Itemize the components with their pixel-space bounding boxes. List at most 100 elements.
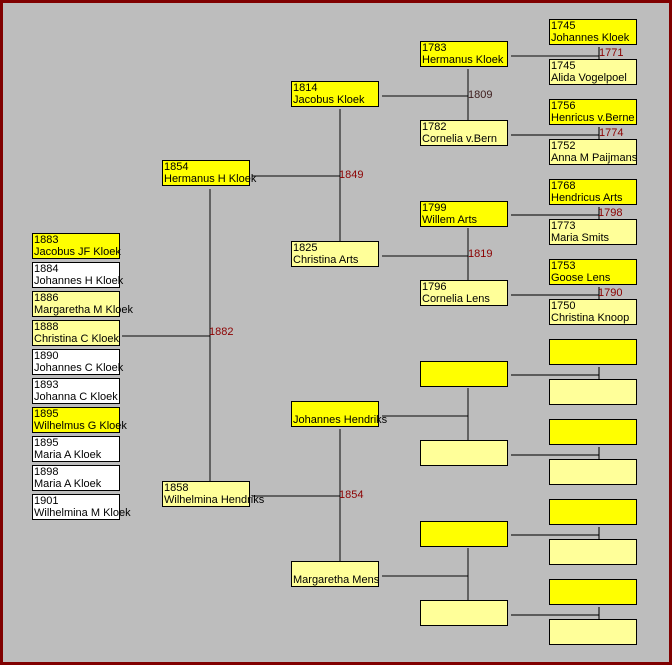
empty-ancestor-box[interactable] — [549, 419, 637, 445]
marriage-year: 1809 — [468, 89, 493, 101]
empty-ancestor-box[interactable] — [549, 499, 637, 525]
empty-ancestor-box[interactable] — [549, 619, 637, 645]
person-year: 1799 — [422, 202, 447, 214]
person-name: Cornelia v.Bern — [422, 133, 497, 145]
person-name: Johanna C Kloek — [34, 391, 118, 403]
person-name: Wilhelmus G Kloek — [34, 420, 127, 432]
marriage-year: 1774 — [599, 127, 624, 139]
person-name: Margaretha M Kloek — [34, 304, 134, 316]
connector-lines — [122, 47, 600, 622]
person-name: Maria A Kloek — [34, 449, 102, 461]
maternal-grandmother-box[interactable]: Margaretha Mens — [291, 561, 379, 587]
person-year: 1782 — [422, 121, 447, 133]
person-name: Willem Arts — [422, 214, 477, 226]
person-year: 1886 — [34, 292, 59, 304]
maternal-grandfather-box[interactable]: Johannes Hendriks — [291, 401, 388, 427]
person-year: 1745 — [551, 60, 576, 72]
person-year: 1814 — [293, 82, 318, 94]
empty-ancestor-box[interactable] — [420, 521, 508, 547]
marriage-year: 1771 — [599, 47, 624, 59]
person-name: Maria Smits — [551, 232, 610, 244]
marriage-year-maternal: 1854 — [339, 489, 364, 501]
empty-ancestor-box[interactable] — [549, 379, 637, 405]
person-year: 1796 — [422, 281, 447, 293]
person-year: 1890 — [34, 350, 59, 362]
person-year: 1888 — [34, 321, 59, 333]
person-name: Cornelia Lens — [422, 293, 490, 305]
person-name: Wilhelmina M Kloek — [34, 507, 131, 519]
person-name: Johannes H Kloek — [34, 275, 124, 287]
person-name: Johannes Kloek — [551, 32, 630, 44]
person-name: Margaretha Mens — [293, 574, 380, 586]
marriage-year: 1798 — [598, 207, 623, 219]
empty-ancestor-box[interactable] — [549, 459, 637, 485]
person-year — [292, 562, 378, 574]
person-name: Johannes Hendriks — [293, 414, 388, 426]
person-name: Hermanus H Kloek — [164, 173, 257, 185]
person-year: 1898 — [34, 466, 59, 478]
empty-ancestor-box[interactable] — [549, 539, 637, 565]
person-year: 1768 — [551, 180, 576, 192]
person-year: 1756 — [551, 100, 576, 112]
person-year: 1783 — [422, 42, 447, 54]
empty-ancestor-box[interactable] — [420, 361, 508, 387]
person-year: 1825 — [293, 242, 318, 254]
person-name: Wilhelmina Hendriks — [164, 494, 265, 506]
marriage-year: 1790 — [598, 287, 623, 299]
person-name: Jacobus JF Kloek — [34, 246, 121, 258]
person-year: 1858 — [164, 482, 189, 494]
marriage-year: 1819 — [468, 248, 493, 260]
person-name: Hendricus Arts — [551, 192, 623, 204]
person-name: Christina Knoop — [551, 312, 630, 324]
person-year: 1895 — [34, 437, 59, 449]
person-year: 1752 — [551, 140, 576, 152]
person-year: 1883 — [34, 234, 59, 246]
person-name: Hermanus Kloek — [422, 54, 504, 66]
person-year: 1884 — [34, 263, 59, 275]
empty-ancestor-box[interactable] — [420, 440, 508, 466]
person-name: Alida Vogelpoel — [551, 72, 627, 84]
person-year: 1893 — [34, 379, 59, 391]
person-name: Goose Lens — [551, 272, 611, 284]
person-year: 1753 — [551, 260, 576, 272]
empty-ancestor-box[interactable] — [549, 579, 637, 605]
empty-ancestor-box[interactable] — [549, 339, 637, 365]
person-name: Henricus v.Berne — [551, 112, 635, 124]
person-name: Jacobus Kloek — [293, 94, 365, 106]
person-year: 1895 — [34, 408, 59, 420]
person-name: Anna M Paijmans — [551, 152, 638, 164]
person-year: 1750 — [551, 300, 576, 312]
marriage-year-paternal: 1849 — [339, 169, 364, 181]
empty-ancestor-box[interactable] — [420, 600, 508, 626]
marriage-year-parents: 1882 — [209, 326, 234, 338]
person-name: Christina C Kloek — [34, 333, 119, 345]
person-year: 1901 — [34, 495, 59, 507]
